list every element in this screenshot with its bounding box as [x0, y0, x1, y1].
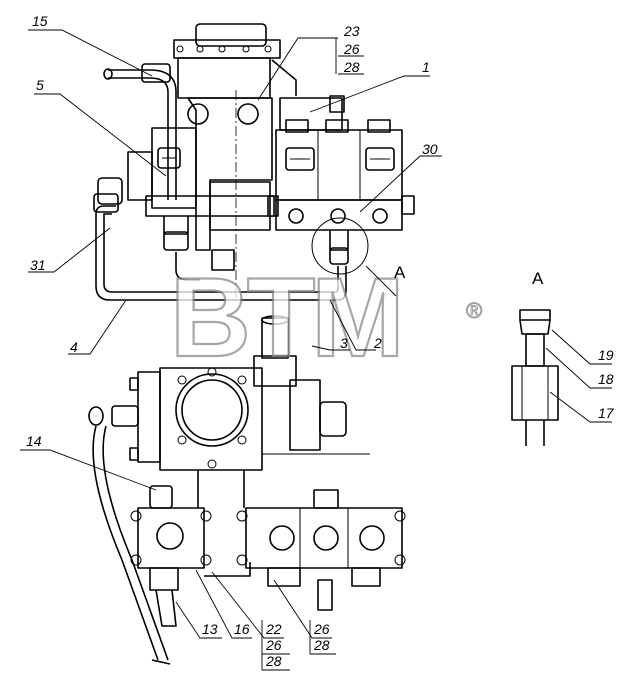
watermark: BTM ® [169, 254, 483, 381]
lower-view [88, 315, 406, 665]
injector-block [275, 95, 415, 265]
side-fitting [88, 405, 171, 665]
callout-26-top: 26 [343, 41, 360, 57]
callout-15: 15 [32, 13, 48, 29]
return-pipes [93, 177, 347, 301]
callout-28-top: 28 [343, 59, 360, 75]
callout-13: 13 [202, 621, 218, 637]
callout-26-bottom-right: 26 [313, 621, 330, 637]
callouts: 15 23 26 28 1 5 30 31 4 3 2 19 18 17 14 … [26, 13, 615, 669]
watermark-text: BTM [170, 255, 401, 380]
leader-lines [20, 29, 612, 671]
round-flange [129, 367, 370, 471]
top-cover [173, 23, 297, 99]
upper-view [93, 23, 415, 301]
callout-28-bottom-left: 28 [265, 653, 282, 669]
detail-circle-a [311, 217, 369, 275]
detail-a [511, 309, 559, 446]
callout-23: 23 [343, 23, 360, 39]
callout-1: 1 [422, 59, 430, 75]
left-block [127, 127, 279, 251]
watermark-registered-mark: ® [466, 298, 482, 323]
callout-28-bottom-right: 28 [313, 637, 330, 653]
callout-16: 16 [234, 621, 250, 637]
callout-30: 30 [422, 141, 438, 157]
view-mark-a-main: A [394, 263, 406, 282]
callout-22: 22 [265, 621, 282, 637]
filler-neck [253, 315, 347, 451]
callout-18: 18 [598, 371, 614, 387]
callout-3: 3 [340, 335, 348, 351]
callout-31: 31 [30, 257, 46, 273]
pump-body [187, 90, 273, 300]
lower-injector-block [130, 470, 406, 627]
callout-17: 17 [598, 405, 615, 421]
fuel-pipe-15 [103, 63, 177, 200]
callout-5: 5 [36, 77, 44, 93]
callout-4: 4 [70, 339, 78, 355]
view-mark-a-detail: A [532, 269, 544, 288]
callout-2: 2 [373, 335, 382, 351]
callout-14: 14 [26, 433, 42, 449]
callout-26-bottom-left: 26 [265, 637, 282, 653]
callout-19: 19 [598, 347, 614, 363]
